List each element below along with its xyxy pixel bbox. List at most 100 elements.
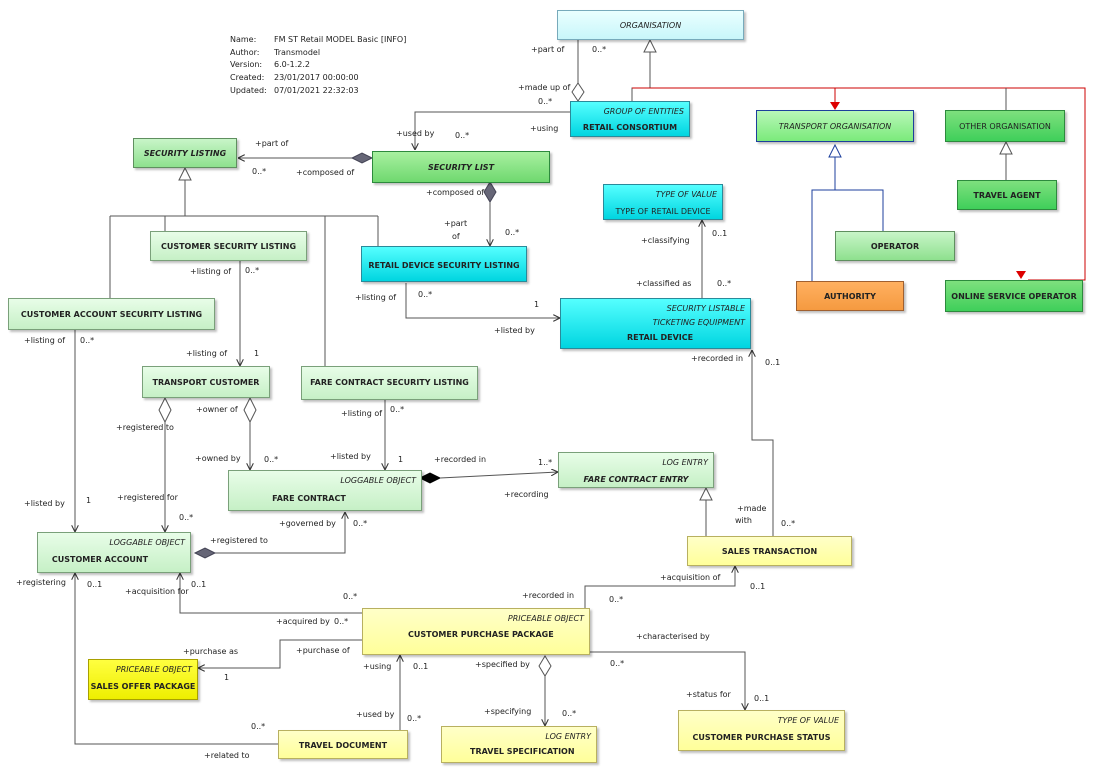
- role-label: +specifying: [484, 707, 532, 716]
- customer-account-box[interactable]: LOGGABLE OBJECT CUSTOMER ACCOUNT: [37, 532, 191, 573]
- red-marker-icon: [1016, 271, 1026, 279]
- role-label: +used by: [356, 710, 395, 719]
- multiplicity-label: 0..*: [609, 595, 624, 604]
- travel-specification-name: TRAVEL SPECIFICATION: [470, 747, 575, 756]
- transport-customer-box[interactable]: TRANSPORT CUSTOMER: [142, 366, 270, 398]
- other-organisation-box[interactable]: OTHER ORGANISATION: [945, 110, 1065, 142]
- retail-device-stereotype-2: TICKETING EQUIPMENT: [652, 318, 745, 327]
- multiplicity-label: 0..*: [610, 659, 625, 668]
- role-label: +part of: [531, 45, 565, 54]
- role-label: +composed of: [296, 168, 355, 177]
- role-label: +recording: [504, 490, 549, 499]
- role-label: +registered for: [117, 493, 178, 502]
- sales-transaction-box[interactable]: SALES TRANSACTION: [687, 536, 852, 566]
- customer-account-security-listing-box[interactable]: CUSTOMER ACCOUNT SECURITY LISTING: [8, 298, 215, 330]
- role-label: +acquisition for: [125, 587, 189, 596]
- multiplicity-label: 0..1: [87, 580, 103, 589]
- organisation-name: ORGANISATION: [619, 21, 682, 30]
- multiplicity-label: 0..*: [781, 519, 796, 528]
- customer-security-listing-box[interactable]: CUSTOMER SECURITY LISTING: [150, 231, 307, 261]
- travel-agent-name: TRAVEL AGENT: [973, 191, 1041, 200]
- transport-organisation-name: TRANSPORT ORGANISATION: [778, 122, 892, 131]
- security-listing-box[interactable]: SECURITY LISTING: [133, 138, 237, 168]
- fare-contract-box[interactable]: LOGGABLE OBJECT FARE CONTRACT: [228, 470, 422, 511]
- multiplicity-label: 0..*: [353, 519, 368, 528]
- sales-offer-package-box[interactable]: PRICEABLE OBJECT SALES OFFER PACKAGE: [88, 659, 198, 700]
- role-label: +acquired by: [276, 617, 330, 626]
- customer-account-stereotype: LOGGABLE OBJECT: [109, 538, 185, 547]
- type-of-retail-device-stereotype: TYPE OF VALUE: [655, 190, 717, 199]
- role-label: +listed by: [330, 452, 371, 461]
- retail-consortium-box[interactable]: GROUP OF ENTITIES RETAIL CONSORTIUM: [570, 101, 690, 137]
- customer-purchase-status-box[interactable]: TYPE OF VALUE CUSTOMER PURCHASE STATUS: [678, 710, 845, 751]
- fare-contract-security-listing-box[interactable]: FARE CONTRACT SECURITY LISTING: [301, 366, 478, 400]
- info-name-key: Name:: [230, 35, 257, 44]
- online-service-operator-box[interactable]: ONLINE SERVICE OPERATOR: [945, 280, 1083, 312]
- role-label: +listing of: [186, 349, 228, 358]
- info-author-key: Author:: [230, 47, 260, 57]
- role-label: +part: [444, 219, 468, 228]
- role-label: +listing of: [24, 336, 66, 345]
- retail-device-security-listing-box[interactable]: RETAIL DEVICE SECURITY LISTING: [361, 246, 527, 282]
- customer-purchase-package-name: CUSTOMER PURCHASE PACKAGE: [408, 630, 554, 639]
- customer-purchase-status-name: CUSTOMER PURCHASE STATUS: [692, 733, 831, 742]
- organisation-box[interactable]: ORGANISATION: [557, 10, 744, 40]
- multiplicity-label: 0..*: [343, 592, 358, 601]
- retail-device-box[interactable]: SECURITY LISTABLE TICKETING EQUIPMENT RE…: [560, 298, 751, 349]
- info-created-key: Created:: [230, 73, 265, 83]
- role-label: +purchase of: [296, 646, 350, 655]
- diagram-info: Name:FM ST Retail MODEL Basic [INFO] Aut…: [230, 34, 406, 98]
- customer-purchase-package-box[interactable]: PRICEABLE OBJECT CUSTOMER PURCHASE PACKA…: [362, 608, 590, 655]
- role-label: +listed by: [24, 499, 65, 508]
- role-label: +listing of: [355, 293, 397, 302]
- multiplicity-label: 1..*: [538, 458, 553, 467]
- role-label: +characterised by: [636, 632, 710, 641]
- type-of-retail-device-box[interactable]: TYPE OF VALUE TYPE OF RETAIL DEVICE: [603, 184, 723, 220]
- role-label: +owned by: [195, 454, 241, 463]
- transport-organisation-box[interactable]: TRANSPORT ORGANISATION: [756, 110, 914, 142]
- info-author-value: Transmodel: [274, 47, 321, 57]
- customer-account-name: CUSTOMER ACCOUNT: [51, 555, 149, 564]
- multiplicity-label: 0..*: [455, 131, 470, 140]
- multiplicity-label: 0..*: [179, 513, 194, 522]
- travel-document-box[interactable]: TRAVEL DOCUMENT: [278, 730, 408, 759]
- multiplicity-label: 1: [86, 496, 92, 505]
- fare-contract-entry-box[interactable]: LOG ENTRY FARE CONTRACT ENTRY: [558, 452, 714, 488]
- multiplicity-label: 1: [398, 455, 404, 464]
- multiplicity-label: 0..*: [334, 617, 349, 626]
- red-marker-icon: [830, 102, 840, 110]
- role-label: +classified as: [636, 279, 692, 288]
- role-label: +related to: [204, 751, 250, 760]
- role-label: +made up of: [518, 83, 571, 92]
- role-label: +using: [363, 662, 392, 671]
- role-label: +classifying: [641, 236, 690, 245]
- fare-contract-stereotype: LOGGABLE OBJECT: [340, 476, 416, 485]
- info-version-value: 6.0-1.2.2: [274, 60, 310, 70]
- authority-name: AUTHORITY: [824, 292, 876, 301]
- customer-purchase-status-stereotype: TYPE OF VALUE: [777, 716, 839, 725]
- multiplicity-label: 0..*: [390, 405, 405, 414]
- operator-name: OPERATOR: [870, 242, 920, 251]
- travel-specification-box[interactable]: LOG ENTRY TRAVEL SPECIFICATION: [441, 726, 597, 763]
- multiplicity-label: 0..*: [245, 266, 260, 275]
- retail-device-security-listing-name: RETAIL DEVICE SECURITY LISTING: [368, 261, 520, 270]
- type-of-retail-device-name: TYPE OF RETAIL DEVICE: [615, 207, 711, 216]
- operator-box[interactable]: OPERATOR: [835, 231, 955, 261]
- security-list-name: SECURITY LIST: [427, 163, 495, 172]
- role-label: +owner of: [196, 405, 238, 414]
- security-list-box[interactable]: SECURITY LIST: [372, 151, 550, 183]
- retail-consortium-stereotype: GROUP OF ENTITIES: [603, 107, 684, 116]
- role-label: +part of: [255, 139, 289, 148]
- other-organisation-name: OTHER ORGANISATION: [959, 122, 1051, 131]
- role-label: +acquisition of: [660, 573, 721, 582]
- role-label: +purchase as: [183, 647, 239, 656]
- authority-box[interactable]: AUTHORITY: [796, 281, 904, 311]
- role-label: +using: [530, 124, 559, 133]
- info-updated-key: Updated:: [230, 85, 267, 95]
- role-label: +used by: [396, 129, 435, 138]
- travel-agent-box[interactable]: TRAVEL AGENT: [957, 180, 1057, 210]
- travel-specification-stereotype: LOG ENTRY: [545, 732, 591, 741]
- role-label: +governed by: [279, 519, 336, 528]
- role-label: +recorded in: [434, 455, 487, 464]
